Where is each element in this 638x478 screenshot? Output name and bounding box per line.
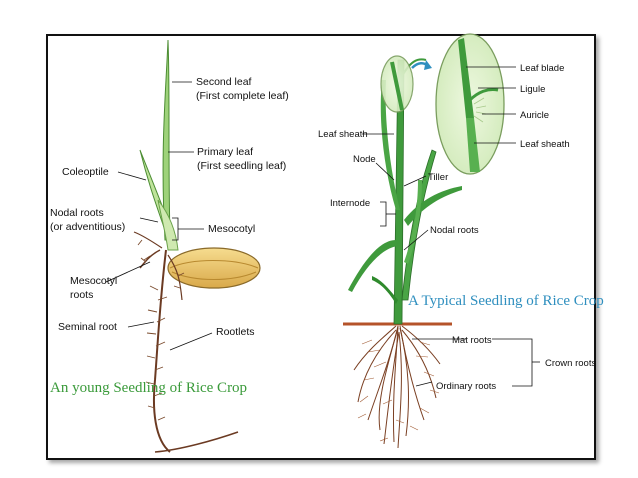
label-internode: Internode <box>330 198 370 209</box>
label-nodal-roots-sub: (or adventitious) <box>50 221 125 233</box>
label-nodal-roots-right: Nodal roots <box>430 225 479 236</box>
leaf-right-1 <box>404 186 462 226</box>
leaf-lower <box>372 276 398 304</box>
mat-roots <box>357 339 440 442</box>
label-mesocotyl: Mesocotyl <box>208 223 255 235</box>
rice-seed <box>167 247 261 289</box>
label-second-leaf: Second leaf <box>196 76 252 88</box>
label-mat-roots: Mat roots <box>452 335 492 346</box>
label-primary-leaf: Primary leaf <box>197 146 253 158</box>
caption-typical-seedling: A Typical Seedling of Rice Crop <box>408 293 604 309</box>
label-rootlets: Rootlets <box>216 326 255 338</box>
label-seminal-root: Seminal root <box>58 321 117 333</box>
leaf-left-2 <box>380 80 400 210</box>
label-node: Node <box>353 154 376 165</box>
caption-young-seedling: An young Seedling of Rice Crop <box>50 380 247 396</box>
label-coleoptile: Coleoptile <box>62 166 109 178</box>
label-tiller: Tiller <box>428 172 448 183</box>
label-second-leaf-sub: (First complete leaf) <box>196 90 289 102</box>
ligule-hairs <box>473 97 487 123</box>
label-primary-leaf-sub: (First seedling leaf) <box>197 160 286 172</box>
label-mesocotyl-roots: Mesocotyl <box>70 275 117 287</box>
leaf-left-1 <box>348 240 398 292</box>
rootlets-hairs <box>137 239 185 421</box>
tiller-stem <box>401 149 437 301</box>
label-mesocotyl-roots-sub: roots <box>70 289 93 301</box>
young-seedling <box>133 39 261 453</box>
label-crown-roots: Crown roots <box>545 358 596 369</box>
left-leader-lines <box>105 81 213 351</box>
label-leaf-blade: Leaf blade <box>520 63 564 74</box>
label-ligule: Ligule <box>520 84 545 95</box>
typical-seedling-shoot <box>348 58 462 325</box>
label-nodal-roots: Nodal roots <box>50 207 104 219</box>
label-leaf-sheath-detail: Leaf sheath <box>520 139 570 150</box>
leaf-right-2 <box>404 180 422 264</box>
crown-roots <box>353 325 441 449</box>
label-ordinary-roots: Ordinary roots <box>436 381 496 392</box>
label-auricle: Auricle <box>520 110 549 121</box>
right-leader-lines <box>362 66 540 387</box>
coleoptile <box>157 199 179 251</box>
leaf-detail-zoom <box>435 33 505 175</box>
label-leaf-sheath: Leaf sheath <box>318 129 368 140</box>
